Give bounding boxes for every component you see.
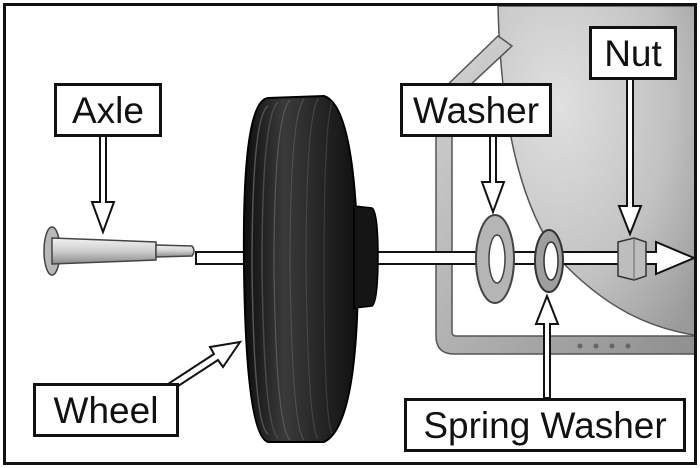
washer-part — [475, 214, 515, 304]
callout-arrow-axle — [90, 133, 116, 235]
nut-part — [617, 237, 647, 281]
washer-label: Washer — [400, 83, 552, 137]
callout-arrow-spring-washer — [534, 293, 560, 399]
frame-bracket — [435, 35, 694, 355]
spring-washer-part — [534, 229, 564, 293]
diagram-frame: Axle Washer Nut Wheel Spring Washer — [3, 3, 697, 465]
axle-pin — [43, 226, 195, 276]
spring-washer-label: Spring Washer — [404, 398, 686, 452]
callout-arrow-wheel — [166, 340, 243, 392]
callout-arrow-nut — [617, 76, 643, 237]
nut-label: Nut — [589, 26, 677, 80]
callout-arrow-washer — [480, 133, 506, 215]
axle-label: Axle — [54, 83, 162, 137]
wheel-label: Wheel — [33, 383, 179, 437]
wheel-tire — [242, 94, 379, 443]
